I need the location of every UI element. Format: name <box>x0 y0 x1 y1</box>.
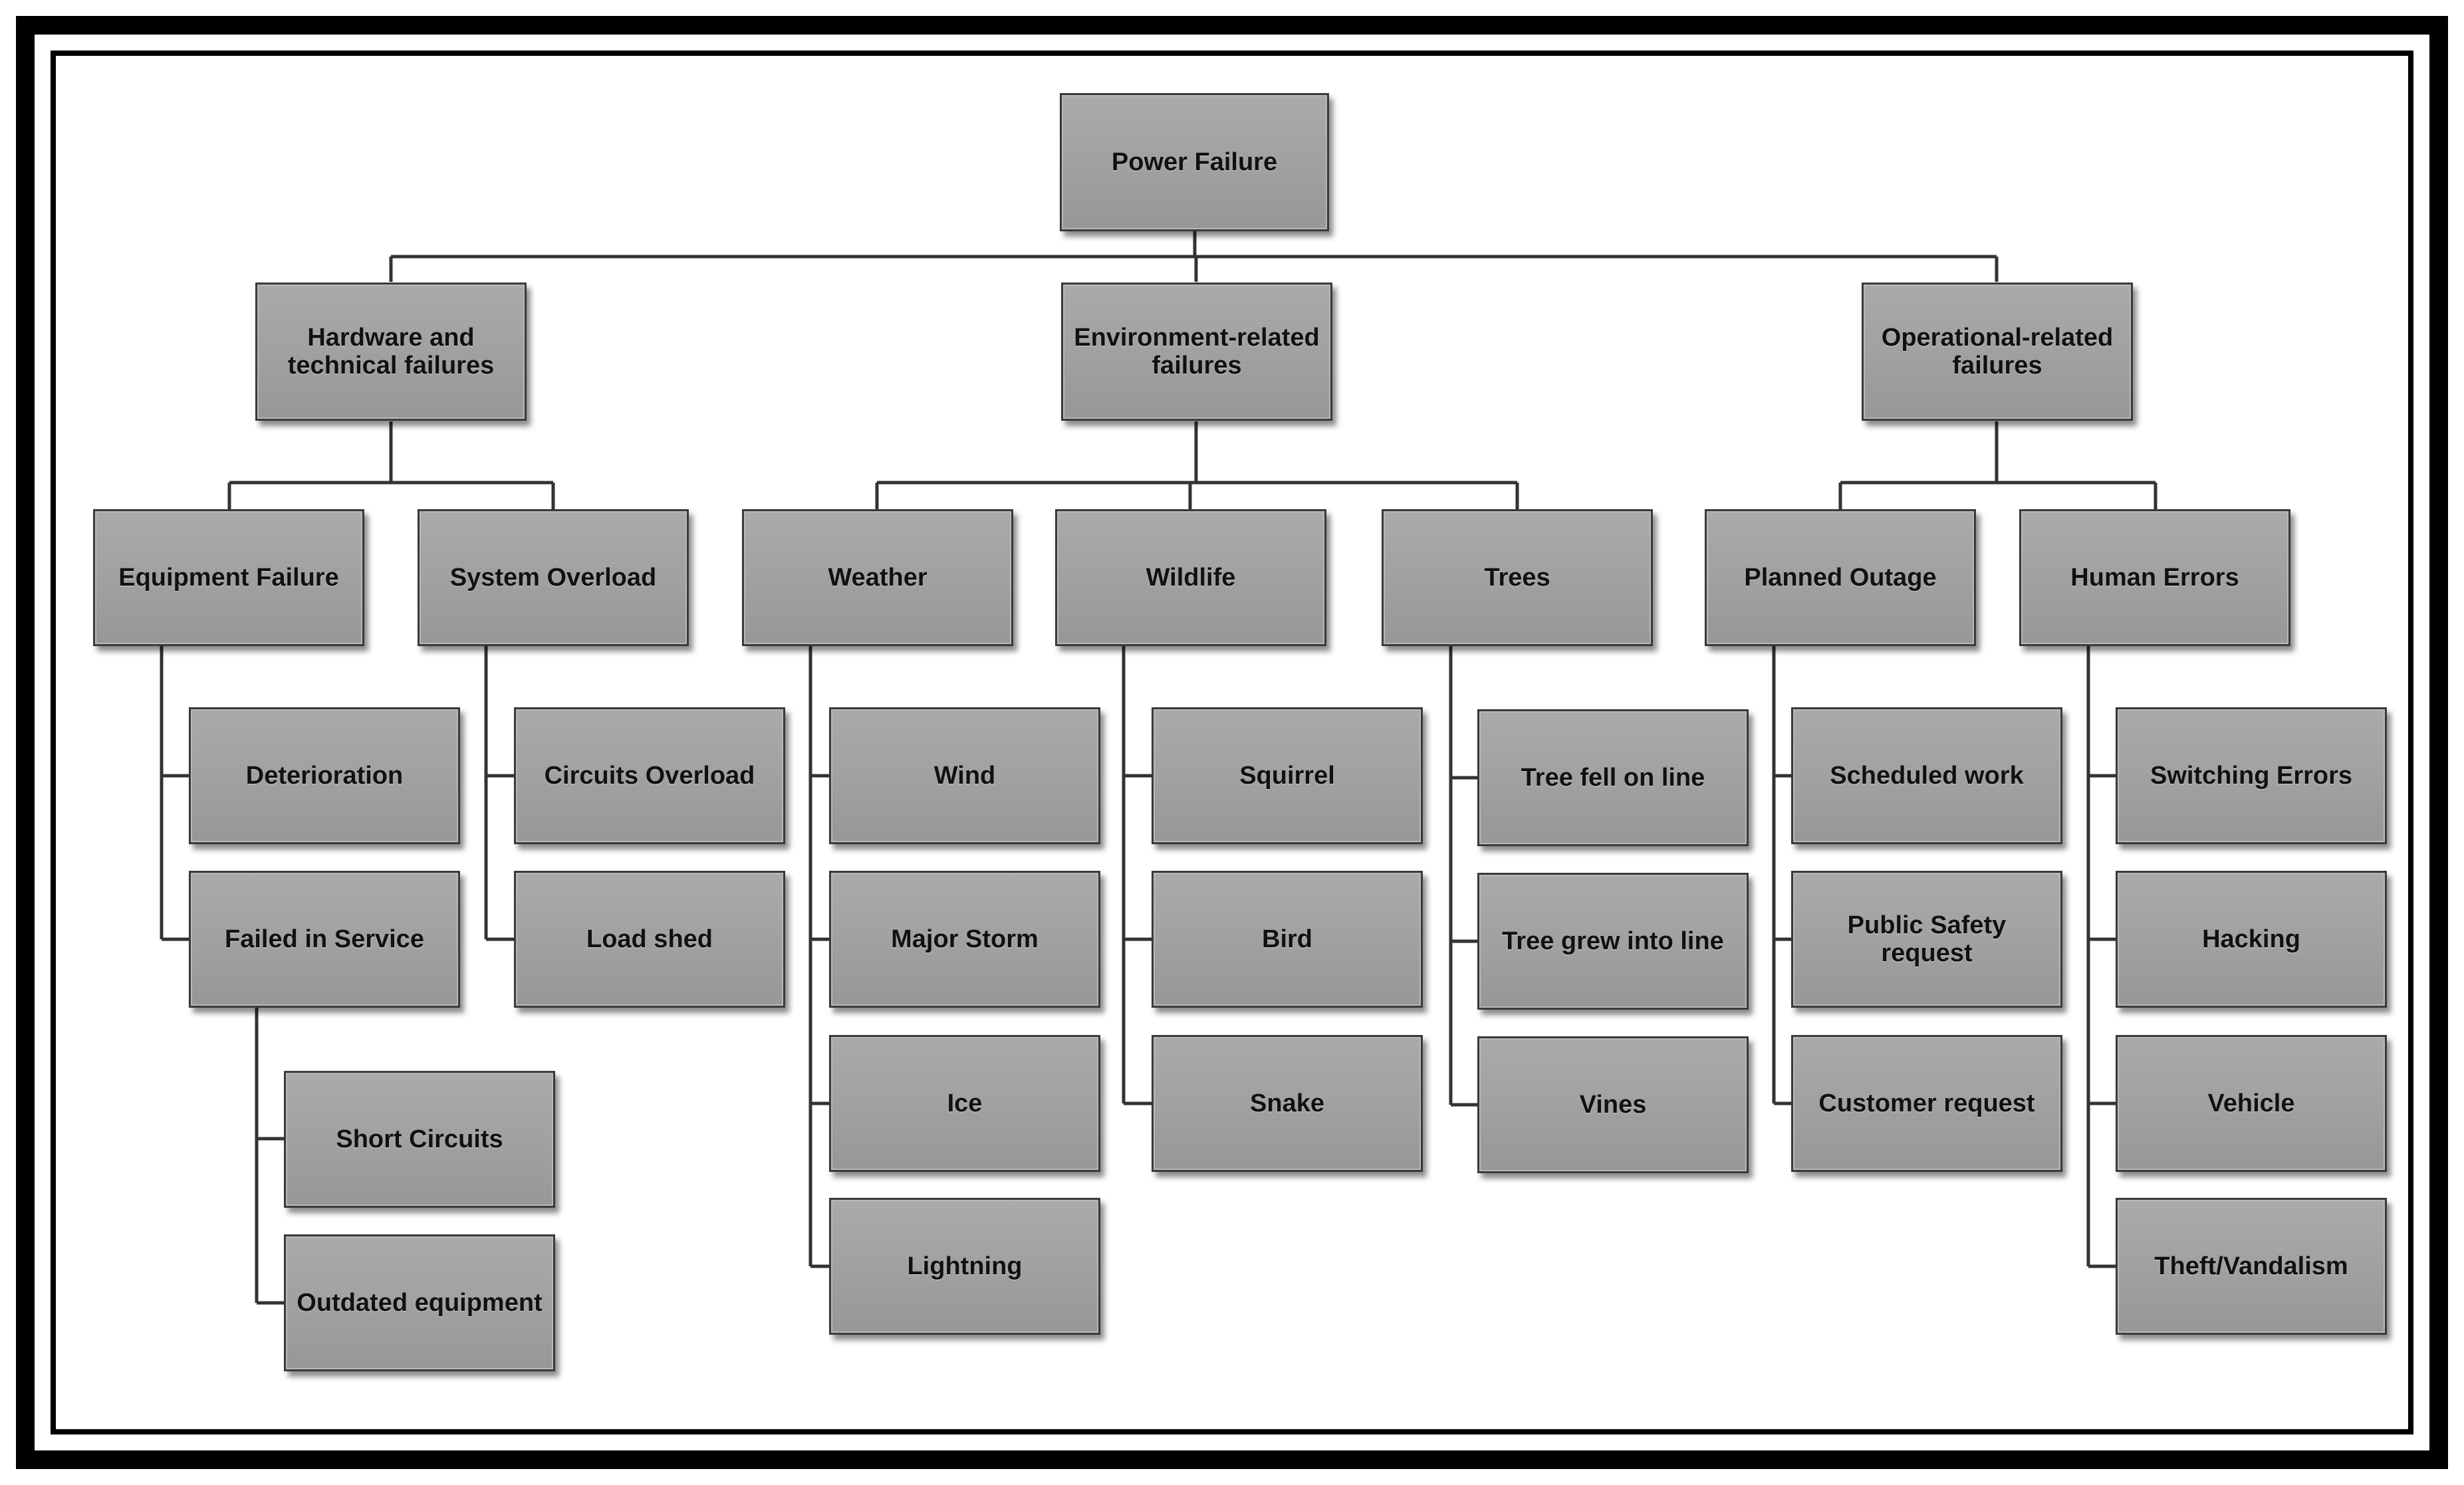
connector-trees <box>1449 646 1477 1107</box>
node-theft-vandalism: Theft/Vandalism <box>2116 1198 2387 1335</box>
connector-weather <box>808 646 829 1268</box>
node-operational-related-failures: Operational-related failures <box>1862 283 2133 421</box>
node-customer-request: Customer request <box>1791 1035 2062 1172</box>
node-vehicle: Vehicle <box>2116 1035 2387 1172</box>
connector-hardware <box>227 421 555 511</box>
connector-operational <box>1838 421 2157 511</box>
connector-environment <box>875 421 1519 511</box>
connector-human-errors <box>2086 646 2116 1268</box>
node-switching-errors: Switching Errors <box>2116 707 2387 844</box>
connector-root <box>389 231 1999 282</box>
node-tree-grew-into-line: Tree grew into line <box>1477 873 1749 1010</box>
node-ice: Ice <box>829 1035 1100 1172</box>
node-power-failure: Power Failure <box>1060 93 1329 231</box>
connector-system-overload <box>484 646 514 941</box>
node-wildlife: Wildlife <box>1055 509 1326 646</box>
node-weather: Weather <box>742 509 1013 646</box>
node-equipment-failure: Equipment Failure <box>93 509 364 646</box>
node-environment-related-failures: Environment-related failures <box>1061 283 1332 421</box>
node-circuits-overload: Circuits Overload <box>514 707 785 844</box>
node-lightning: Lightning <box>829 1198 1100 1335</box>
node-scheduled-work: Scheduled work <box>1791 707 2062 844</box>
connector-equipment-failure <box>160 646 189 941</box>
node-hardware-technical-failures: Hardware and technical failures <box>255 283 527 421</box>
node-short-circuits: Short Circuits <box>284 1071 555 1208</box>
node-outdated-equipment: Outdated equipment <box>284 1234 555 1371</box>
node-public-safety-request: Public Safety request <box>1791 871 2062 1008</box>
node-human-errors: Human Errors <box>2019 509 2290 646</box>
node-tree-fell-on-line: Tree fell on line <box>1477 709 1749 846</box>
node-major-storm: Major Storm <box>829 871 1100 1008</box>
node-failed-in-service: Failed in Service <box>189 871 460 1008</box>
node-load-shed: Load shed <box>514 871 785 1008</box>
node-bird: Bird <box>1152 871 1423 1008</box>
node-system-overload: System Overload <box>418 509 689 646</box>
node-trees: Trees <box>1382 509 1653 646</box>
connector-failed-in-service <box>255 1008 284 1305</box>
node-vines: Vines <box>1477 1036 1749 1173</box>
node-deterioration: Deterioration <box>189 707 460 844</box>
connector-planned-outage <box>1772 646 1791 1105</box>
node-planned-outage: Planned Outage <box>1705 509 1976 646</box>
connector-wildlife <box>1122 646 1152 1105</box>
node-squirrel: Squirrel <box>1152 707 1423 844</box>
node-snake: Snake <box>1152 1035 1423 1172</box>
node-wind: Wind <box>829 707 1100 844</box>
node-hacking: Hacking <box>2116 871 2387 1008</box>
